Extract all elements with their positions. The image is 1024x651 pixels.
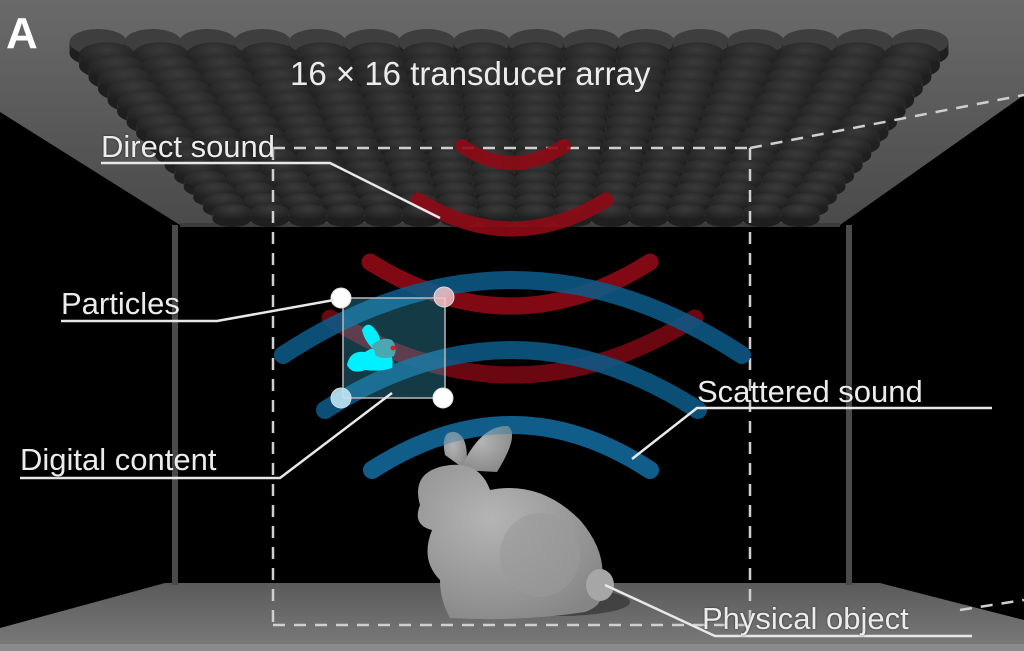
- particle: [432, 387, 454, 409]
- particle: [330, 387, 352, 409]
- digital-content: [342, 297, 446, 399]
- particles-label: Particles: [61, 286, 180, 321]
- digital-content-label: Digital content: [20, 442, 217, 477]
- leader-particles: [61, 298, 335, 323]
- particle: [433, 286, 455, 308]
- direct-sound-label: Direct sound: [101, 129, 276, 164]
- transducer: [212, 204, 252, 220]
- scattered-sound-waves: [274, 271, 751, 479]
- pillar-left: [172, 225, 178, 585]
- transducer: [363, 204, 404, 220]
- working-volume-outline: [271, 93, 1024, 627]
- transducer: [742, 204, 782, 220]
- transducer: [666, 204, 707, 220]
- transducer: [628, 204, 669, 220]
- transducer-array: [69, 29, 949, 227]
- leader-lines: [20, 161, 992, 638]
- pillar-right: [846, 225, 852, 585]
- particle: [330, 287, 352, 309]
- leader-direct-sound: [101, 161, 441, 220]
- transducer: [325, 204, 366, 220]
- transducer: [288, 204, 328, 220]
- physical-object-label: Physical object: [702, 601, 909, 636]
- particles: [330, 286, 455, 409]
- transducer: [250, 204, 290, 220]
- transducer: [515, 204, 555, 220]
- transducer: [780, 204, 820, 220]
- leader-physical-object: [604, 583, 972, 638]
- panel-letter: A: [6, 9, 38, 58]
- transducer: [704, 204, 744, 220]
- leader-digital-content: [20, 392, 393, 480]
- scattered-sound-label: Scattered sound: [697, 374, 923, 409]
- physical-object-bunny: [417, 425, 630, 620]
- leader-scattered-sound: [631, 406, 992, 460]
- transducer: [477, 204, 517, 220]
- transducer-array-label: 16 × 16 transducer array: [290, 55, 651, 92]
